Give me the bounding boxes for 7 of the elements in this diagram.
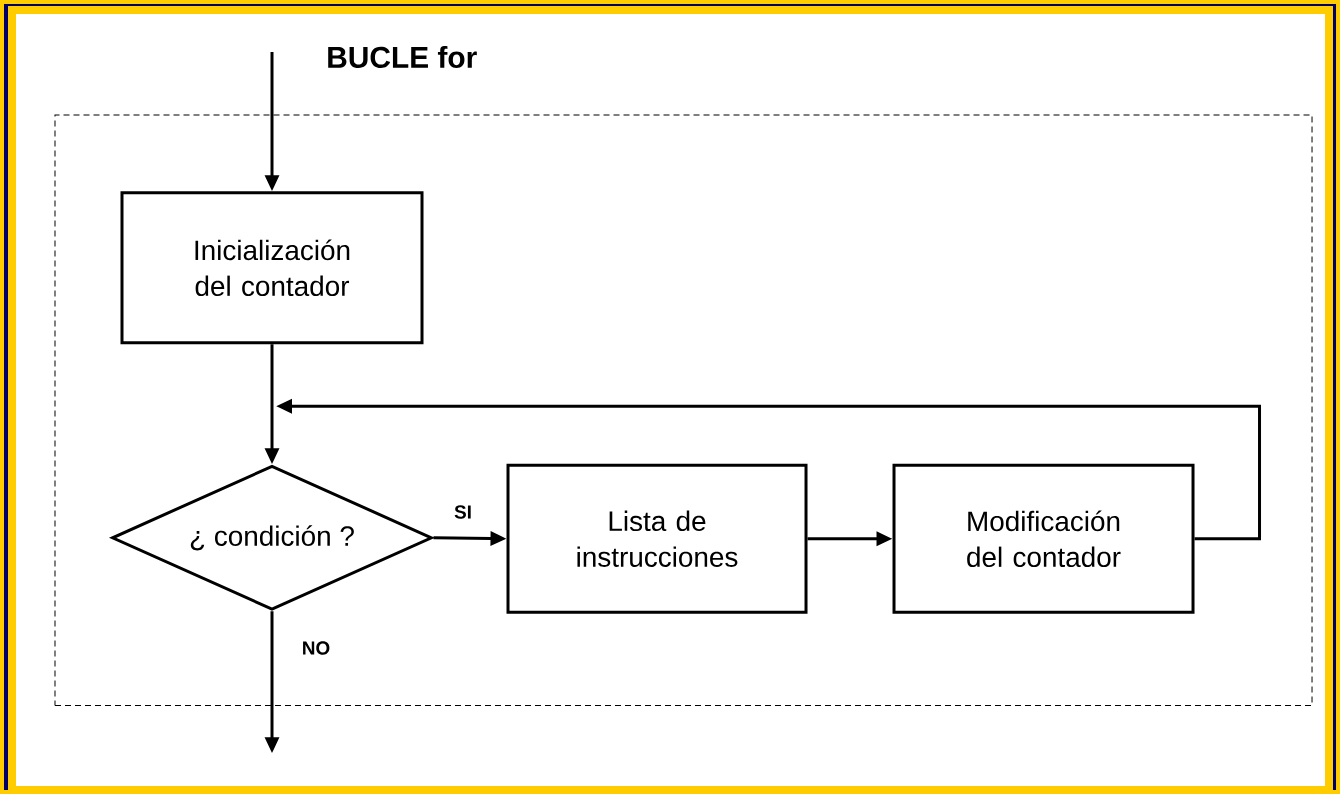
process-box: Lista de instrucciones [506, 463, 808, 614]
edge-label: NO [300, 640, 332, 656]
title: BUCLE for [328, 46, 477, 68]
process-box: Inicialización del contador [120, 191, 424, 345]
edge-label: SI [453, 504, 473, 520]
dashed-container [54, 114, 1313, 706]
process-box: Modificación del contador [892, 463, 1195, 614]
